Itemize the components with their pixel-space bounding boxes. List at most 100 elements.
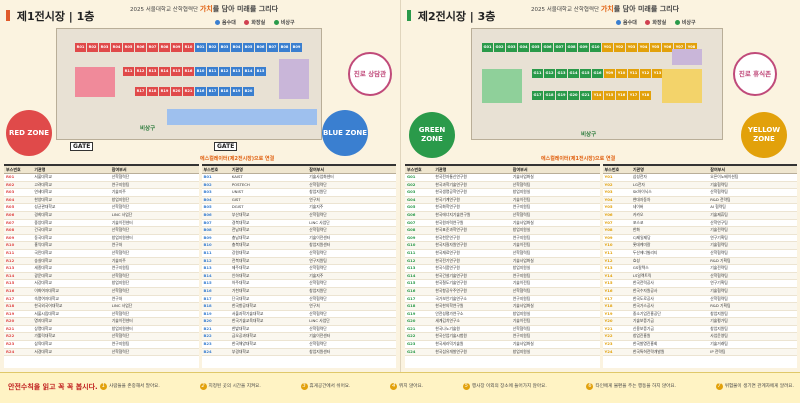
table-cell: 연구처 <box>111 242 123 248</box>
table-cell: 기술이전팀 <box>512 196 531 202</box>
table-cell: R12 <box>6 257 15 263</box>
table-cell: 서울대학교 <box>34 174 52 179</box>
table-cell: 한국발명진흥회 <box>632 341 658 347</box>
table-cell: R22 <box>6 333 15 339</box>
table-cell: R07 <box>6 219 15 225</box>
table-cell: 기술이전센터 <box>111 219 133 225</box>
booth-r19: R19 <box>159 87 170 96</box>
table-cell: 연구지원팀 <box>309 257 327 263</box>
table-cell: Y19 <box>604 310 613 316</box>
table-cell: R24 <box>6 348 15 354</box>
table-cell: R01 <box>6 174 15 179</box>
table-cell: 단국대학교 <box>231 295 250 301</box>
table-cell: 기술지주 <box>111 189 126 195</box>
table-cell: 고려대학교 <box>34 181 52 187</box>
table-cell: 한국과학기술연구원 <box>435 181 467 187</box>
booth-g10: G10 <box>590 43 601 52</box>
booth-y05: Y05 <box>650 43 661 52</box>
table-cell: 한국재료연구원 <box>435 249 460 255</box>
green-zone-area <box>482 69 522 103</box>
table-cell: G08 <box>407 227 416 233</box>
table-cell: 산학협력팀 <box>512 211 531 217</box>
table-cell: G19 <box>407 310 416 316</box>
table-cell: 창업진흥원 <box>632 333 651 339</box>
booth-y01: Y01 <box>602 43 613 52</box>
table-cell: 연구지원팀 <box>512 333 531 339</box>
table-cell: R08 <box>6 227 15 233</box>
table-cell: 기술이전센터 <box>309 333 331 339</box>
table-cell: LS일렉트릭 <box>632 272 652 278</box>
table-cell: G06 <box>407 211 416 217</box>
table-cell: 연구지원팀 <box>512 295 531 301</box>
table-cell: B16 <box>203 287 212 293</box>
booth-r16: R16 <box>183 67 194 76</box>
table-cell: SK하이닉스 <box>632 189 652 195</box>
table-cell: 연구지원팀 <box>512 234 531 240</box>
table-cell: 충남대학교 <box>231 234 250 240</box>
table-cell: G14 <box>407 272 416 278</box>
table-cell: 한국해양대학교 <box>231 341 257 347</box>
table-cell: 신용보증기금 <box>632 325 654 331</box>
booth-g13: G13 <box>556 69 567 78</box>
table-cell: B08 <box>203 227 212 233</box>
toilet-icon <box>244 20 250 25</box>
booth-g20: G20 <box>568 91 579 100</box>
table-cell: 기술보증기금 <box>632 318 654 324</box>
booth-b17: B17 <box>207 87 218 96</box>
table-cell: B22 <box>203 333 212 339</box>
header-cell: 기관명 <box>435 167 447 172</box>
yellow-zone-badge: YELLOW ZONE <box>741 112 787 158</box>
table-cell: 기술사업화실 <box>512 341 534 347</box>
exit-label: 비상구 <box>581 132 597 138</box>
legend-exit: 비상구 <box>273 20 295 26</box>
table-cell: 이화여자대학교 <box>34 287 59 293</box>
table-cell: 아주대학교 <box>231 280 250 286</box>
table-cell: 창업지원팀 <box>710 310 728 316</box>
table-cell: B05 <box>203 204 212 210</box>
table-cell: 삼육대학교 <box>34 341 52 347</box>
booth-b13: B13 <box>231 67 242 76</box>
table-cell: Y22 <box>604 333 613 339</box>
table-cell: 동국대학교 <box>34 234 52 240</box>
table-cell: 한국기계연구원 <box>435 196 460 202</box>
table-cell: R15 <box>6 280 15 286</box>
table-cell: R17 <box>6 295 15 301</box>
table-cell: 기술지주 <box>309 204 324 210</box>
table-cell: B07 <box>203 219 212 225</box>
table-cell: R11 <box>6 249 15 255</box>
table-cell: 한국표준과학연구원 <box>435 227 467 233</box>
table-cell: Y06 <box>604 211 613 217</box>
header-cell: 참여부서 <box>309 167 325 172</box>
table-cell: 충북대학교 <box>231 242 250 248</box>
table-cell: 창업지원실 <box>512 348 531 354</box>
table-cell: 가톨릭대학교 <box>34 333 56 339</box>
table-cell: 기술전략팀 <box>710 265 728 271</box>
table-cell: B15 <box>203 280 212 286</box>
booth-b05: B05 <box>243 43 254 52</box>
table-cell: Y08 <box>604 227 613 233</box>
booth-r12: R12 <box>135 67 146 76</box>
table-cell: 홍익대학교 <box>34 242 52 248</box>
exit-icon <box>674 20 680 25</box>
booth-r11: R11 <box>123 67 134 76</box>
table-cell: B06 <box>203 211 212 217</box>
